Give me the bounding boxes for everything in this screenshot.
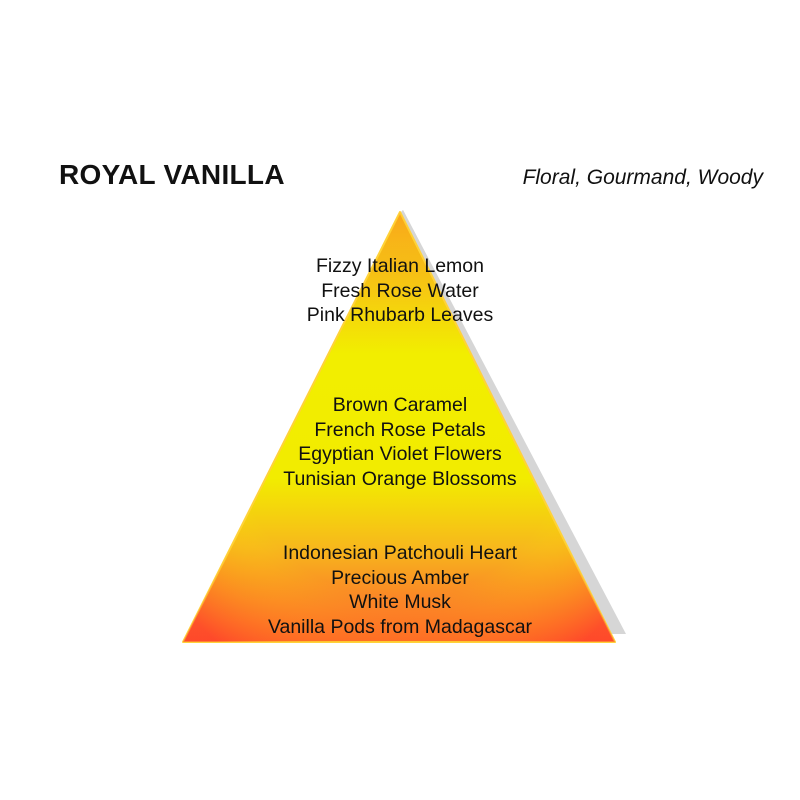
note: Vanilla Pods from Madagascar <box>267 615 533 638</box>
note: Fresh Rose Water <box>321 279 479 302</box>
note: White Musk <box>349 591 451 613</box>
note: Tunisian Orange Blossoms <box>283 467 517 490</box>
note: Indonesian Patchouli Heart <box>282 542 518 564</box>
base-notes: Indonesian Patchouli Heart Precious Ambe… <box>200 541 600 639</box>
page-title: ROYAL VANILLA <box>59 159 285 190</box>
fragrance-family: Floral, Gourmand, Woody <box>522 166 763 189</box>
top-notes: Fizzy Italian Lemon Fresh Rose Water Pin… <box>200 254 600 328</box>
note: French Rose Petals <box>314 418 486 441</box>
note: Fizzy Italian Lemon <box>316 255 484 277</box>
note: Egyptian Violet Flowers <box>298 443 502 465</box>
note: Pink Rhubarb Leaves <box>306 304 494 326</box>
heart-notes: Brown Caramel French Rose Petals Egyptia… <box>200 393 600 491</box>
note: Brown Caramel <box>332 394 468 416</box>
note: Precious Amber <box>331 566 469 589</box>
